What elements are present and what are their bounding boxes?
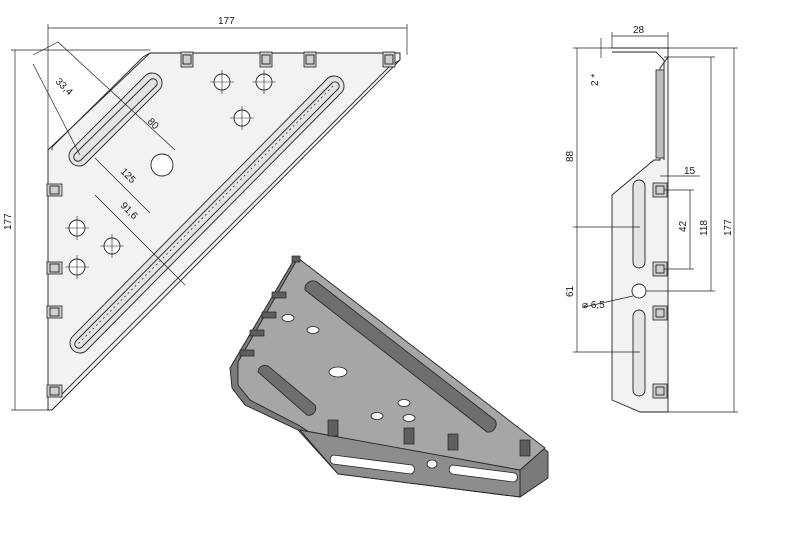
long-slot	[69, 75, 345, 354]
iso-bottom-flange	[298, 429, 521, 498]
left-tabs	[46, 183, 63, 398]
iso-top-face	[237, 257, 546, 471]
dim-lower-label: 61	[565, 285, 576, 297]
dim-total-label: 177	[723, 219, 734, 236]
iso-flange-slot	[329, 454, 415, 475]
front-view: 177 177 33,4 80 125 91,6	[3, 16, 408, 411]
iso-short-slot	[257, 364, 317, 416]
dim-upper-label: 88	[565, 150, 576, 162]
side-view: 28 2 * 88 61 15 42 118 177 ⌀ 6,5	[565, 25, 738, 413]
dim-thickness-label: 2 *	[590, 74, 601, 86]
dim-hole-label: ⌀ 6,5	[582, 300, 605, 311]
dim-height-label: 177	[3, 213, 14, 230]
iso-tabs	[239, 255, 531, 457]
center-hole	[150, 153, 174, 177]
dim-top-label: 28	[633, 25, 645, 36]
iso-long-slot	[304, 280, 497, 433]
top-tabs	[180, 51, 396, 68]
side-slot-upper	[632, 179, 646, 269]
plate-chamfer-edge	[51, 52, 151, 150]
dim-slot-offset-label: 33,4	[53, 76, 75, 98]
side-flange-face	[655, 69, 665, 159]
dim-mid-label: 118	[699, 220, 710, 236]
side-tabs	[652, 182, 668, 399]
side-slot-lower	[632, 309, 646, 397]
isometric-view	[229, 255, 549, 498]
mounting-holes	[65, 70, 276, 279]
dim-flange-label: 15	[684, 166, 696, 177]
iso-hole	[328, 366, 348, 378]
dim-width-label: 177	[218, 16, 235, 27]
side-hole	[631, 283, 647, 299]
dim-slot-pitch-label: 42	[678, 220, 689, 232]
short-slot	[68, 72, 163, 167]
